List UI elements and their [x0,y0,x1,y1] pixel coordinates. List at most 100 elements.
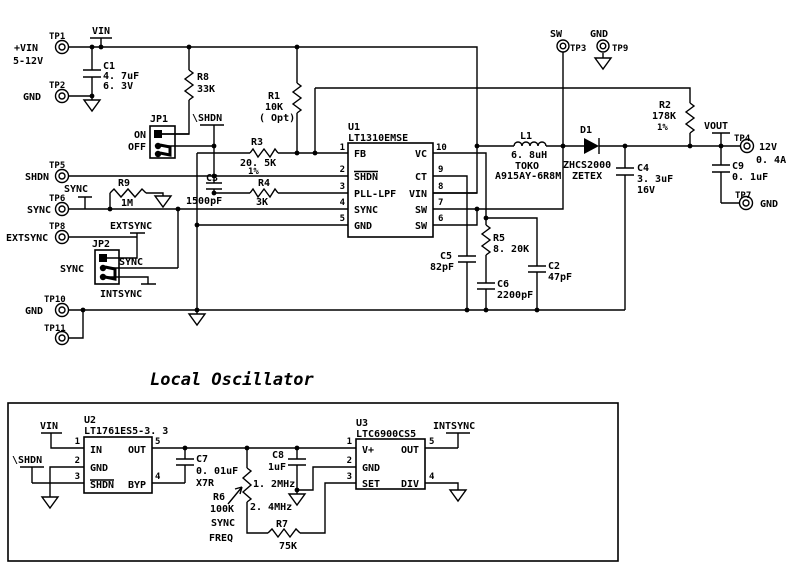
jp1-on-label: ON [134,130,146,141]
c5-ref: C5 [440,251,452,262]
osc-vin-label: VIN [40,421,58,432]
r9-wires [109,192,164,209]
u2-num-5: 5 [155,437,160,447]
l1-ref: L1 [520,131,532,142]
d1-ref: D1 [580,125,592,136]
u1-num-8: 8 [438,182,443,192]
u2-num-4: 4 [155,472,161,482]
u2-pin-out: OUT [128,445,146,456]
u1-pin-sw2: SW [415,221,428,232]
jp2-shunt [104,265,117,281]
tp8-net-label: EXTSYNC [6,233,48,244]
oscillator-wires [20,432,470,539]
l1-inductor [513,141,547,147]
tp11-wire [69,310,84,339]
u3-pin-set: SET [362,479,380,490]
u1-pin-gnd: GND [354,221,372,232]
u1-pin-fb: FB [354,149,366,160]
tp9-net-label: GND [590,29,608,40]
u3-num-4: 4 [429,472,435,482]
u1-pin-vin: VIN [409,189,427,200]
u1-chip [347,142,434,238]
u2-num-2: 2 [75,456,80,466]
intsync-flag-label: INTSYNC [100,289,142,300]
u3-num-3: 3 [347,472,352,482]
shdn-net-and-c3-capacitor [161,124,224,193]
jp2-ref: JP2 [92,239,110,250]
jp2-sync-left: SYNC [60,264,84,275]
r8-resistor [183,69,195,101]
nshdn-net-label: \SHDN [192,113,222,124]
c1-voltage: 6. 3V [103,81,133,92]
c9-ref: C9 [732,161,744,172]
u3-num-1: 1 [347,437,352,447]
c1-value: 4. 7uF [103,71,139,82]
r4-value: 3K [256,197,268,208]
c1-capacitor [69,47,101,100]
c7-type: X7R [196,478,215,489]
u1-pin-sw1: SW [415,205,428,216]
ground-symbols-top [82,57,613,327]
tp10-net-label: GND [25,306,43,317]
tp7-label: TP7 [735,191,751,201]
ground-icon [593,57,613,71]
osc-vin-flag [41,432,84,449]
r3-ref: R3 [251,137,263,148]
u1-num-2: 2 [340,165,345,175]
tp4-label: TP4 [734,134,751,144]
c2-value: 47pF [548,272,572,283]
c1-ref: C1 [103,61,115,72]
u2-part: LT1761ES5-3. 3 [84,426,168,437]
c7-ref: C7 [196,454,208,465]
c8-capacitor-u3-gnd [288,448,356,494]
c4-ref: C4 [637,163,649,174]
u3-ref: U3 [356,418,368,429]
jp1-pin-on [154,130,162,138]
set-wire [300,482,356,534]
u1-ref: U1 [348,122,360,133]
tp5-net-label: SHDN [25,172,49,183]
u3-chip [355,438,426,490]
tp9-label: TP9 [612,44,628,54]
jp2-pin-ext [99,254,107,262]
u3-pin-gnd: GND [362,463,380,474]
ct-c5-wires [433,175,476,310]
u1-num-1: 1 [340,143,345,153]
r6-value: 100K [210,504,234,515]
jp1-ref: JP1 [150,114,168,125]
vout-amps: 0. 4A [756,155,786,166]
c9-value: 0. 1uF [732,172,768,183]
oscillator-box-border [7,402,619,562]
u3-part: LTC6900CS5 [356,429,416,440]
gnd-column [196,153,348,314]
r5-resistor [480,224,492,256]
tp10-label: TP10 [44,295,66,305]
d1-diode [584,138,599,154]
r7-ref: R7 [276,519,288,530]
r6-wires [246,448,268,534]
c3-ref: C3 [206,173,218,184]
r2-ref: R2 [659,100,671,111]
r7-value: 75K [279,541,297,552]
u1-pin-sync: SYNC [354,205,378,216]
c4-value: 3. 3uF [637,174,673,185]
vin-range-label: 5-12V [13,56,43,67]
u3-num-5: 5 [429,437,434,447]
r8-value: 33K [197,84,215,95]
r6-freq2: 2. 4MHz [250,502,292,513]
c6-value: 2200pF [497,290,533,301]
osc-shdn-label: \SHDN [12,455,42,466]
d1-part: ZHCS2000 [563,160,611,171]
osc-intsync-label: INTSYNC [433,421,475,432]
c6-ref: C6 [497,279,509,290]
tp3-net-label: SW [550,29,563,40]
l1-part: A915AY-6R8M [495,171,561,182]
c9-capacitor-vout-flag [712,132,739,204]
r5-ref: R5 [493,233,505,244]
u1-pin-vc: VC [415,149,427,160]
c2-ref: C2 [548,261,560,272]
r1-opt: ( Opt) [259,113,295,124]
u3-pin-div: DIV [401,479,419,490]
